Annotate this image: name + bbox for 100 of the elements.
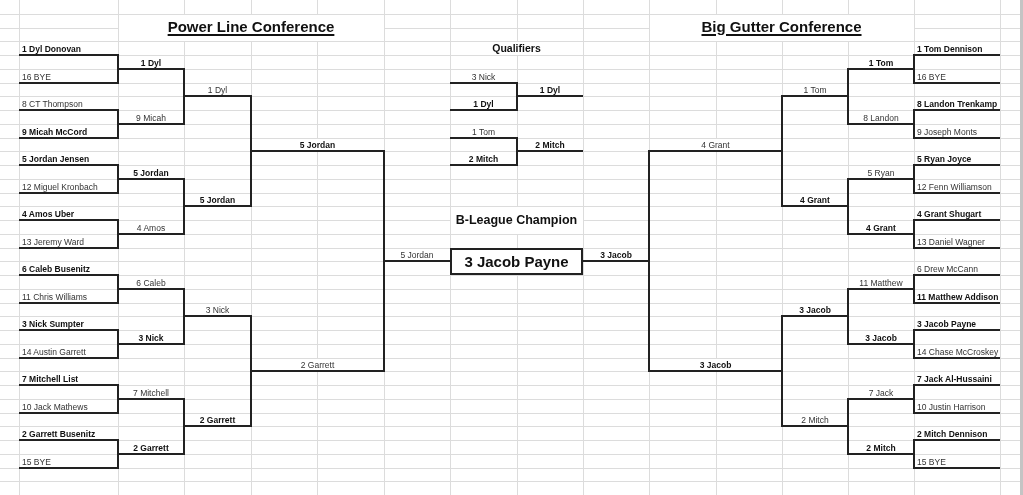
bracket-line — [516, 150, 518, 166]
bracket-line — [913, 164, 915, 180]
bracket-line — [183, 68, 185, 97]
bracket-slot: 3 Nick — [450, 69, 517, 84]
bracket-line — [117, 164, 119, 180]
bracket-slot: 2 Mitch — [517, 138, 583, 152]
bracket-slot: 2 Mitch — [782, 413, 848, 427]
bracket-line — [183, 398, 185, 427]
bracket-slot: 13 Daniel Wagner — [914, 234, 1000, 249]
bracket-slot: 16 BYE — [19, 69, 118, 84]
bracket-line — [117, 274, 119, 290]
bracket-slot: 2 Mitch — [848, 440, 914, 455]
bracket-slot: 5 Jordan Jensen — [19, 151, 118, 166]
bracket-slot: 1 Dyl — [118, 55, 184, 70]
bracket-line — [913, 343, 915, 359]
bracket-slot: 5 Ryan — [848, 165, 914, 180]
bracket-slot: 5 Jordan — [251, 138, 384, 152]
bracket-slot: 1 Tom — [782, 83, 848, 97]
section-heading: Qualifiers — [492, 42, 541, 54]
bracket-line — [781, 370, 783, 427]
bracket-line — [183, 95, 185, 125]
bracket-slot: 8 Landon — [848, 110, 914, 125]
bracket-line — [117, 233, 119, 249]
bracket-slot: 5 Jordan — [384, 248, 444, 262]
bracket-line — [117, 384, 119, 400]
bracket-slot: 7 Mitchell List — [19, 371, 118, 386]
bracket-line — [117, 453, 119, 469]
conference-title: Big Gutter Conference — [701, 17, 862, 36]
bracket-line — [847, 288, 849, 317]
bracket-slot: 4 Amos Uber — [19, 206, 118, 221]
bracket-line — [250, 95, 252, 152]
bracket-slot: 2 Garrett — [251, 358, 384, 372]
bracket-slot: 2 Garrett Busenitz — [19, 426, 118, 441]
bracket-line — [383, 150, 385, 262]
bracket-line — [117, 343, 119, 359]
bracket-slot: 3 Jacob Payne — [914, 316, 1000, 331]
bracket-line — [781, 95, 783, 152]
bracket-slot: 1 Tom — [848, 55, 914, 70]
bracket-slot: 9 Micah McCord — [19, 124, 118, 139]
bracket-line — [117, 329, 119, 345]
bracket-slot: 7 Jack Al-Hussaini — [914, 371, 1000, 386]
bracket-line — [847, 178, 849, 207]
bracket-slot: 8 CT Thompson — [19, 96, 118, 111]
bracket-slot: 1 Dyl — [184, 83, 251, 97]
bracket-slot: 2 Mitch Dennison — [914, 426, 1000, 441]
bracket-slot: 16 BYE — [914, 69, 1000, 84]
bracket-line — [250, 315, 252, 372]
section-heading: B-League Champion — [455, 212, 578, 228]
bracket-slot: 14 Chase McCroskey — [914, 344, 1000, 359]
bracket-slot: 3 Nick — [118, 330, 184, 345]
bracket-slot: 7 Mitchell — [118, 385, 184, 400]
bracket-line — [117, 398, 119, 414]
bracket-slot: 10 Justin Harrison — [914, 399, 1000, 414]
bracket-slot: 11 Matthew Addison — [914, 289, 1000, 304]
bracket-line — [183, 205, 185, 235]
bracket-slot: 3 Jacob — [649, 358, 782, 372]
bracket-slot: 2 Garrett — [184, 413, 251, 427]
bracket-line — [582, 260, 590, 262]
bracket-line — [847, 315, 849, 345]
bracket-line — [648, 260, 650, 372]
bracket-slot: 4 Grant Shugart — [914, 206, 1000, 221]
bracket-slot: 3 Nick Sumpter — [19, 316, 118, 331]
bracket-line — [781, 315, 783, 372]
bracket-line — [913, 219, 915, 235]
bracket-line — [847, 205, 849, 235]
bracket-line — [913, 288, 915, 304]
bracket-line — [913, 384, 915, 400]
bracket-slot: 13 Jeremy Ward — [19, 234, 118, 249]
bracket-slot: 15 BYE — [19, 454, 118, 469]
bracket-line — [913, 274, 915, 290]
bracket-slot: 3 Nick — [184, 303, 251, 317]
bracket-line — [383, 260, 385, 372]
bracket-slot: 1 Tom — [450, 124, 517, 139]
bracket-slot: 3 Jacob — [589, 248, 649, 262]
bracket-slot: 12 Miguel Kronbach — [19, 179, 118, 194]
conference-title: Power Line Conference — [167, 17, 335, 36]
bracket-line — [516, 95, 518, 111]
bracket-line — [117, 178, 119, 194]
bracket-line — [913, 54, 915, 70]
bracket-slot: 4 Amos — [118, 220, 184, 235]
bracket-line — [913, 453, 915, 469]
bracket-line — [117, 123, 119, 139]
bracket-line — [250, 150, 252, 207]
bracket-slot: 5 Jordan — [118, 165, 184, 180]
bracket-line — [183, 288, 185, 317]
bracket-line — [443, 260, 451, 262]
bracket-line — [117, 219, 119, 235]
bracket-line — [648, 150, 650, 262]
bracket-slot: 9 Micah — [118, 110, 184, 125]
bracket-slot: 1 Dyl — [450, 96, 517, 111]
bracket-slot: 9 Joseph Monts — [914, 124, 1000, 139]
bracket-line — [913, 398, 915, 414]
bracket-line — [117, 288, 119, 304]
bracket-line — [847, 95, 849, 125]
bracket-slot: 6 Drew McCann — [914, 261, 1000, 276]
bracket-line — [117, 54, 119, 70]
bracket-slot: 3 Jacob — [848, 330, 914, 345]
bracket-slot: 5 Jordan — [184, 193, 251, 207]
bracket-line — [913, 233, 915, 249]
bracket-slot: 6 Caleb — [118, 275, 184, 290]
